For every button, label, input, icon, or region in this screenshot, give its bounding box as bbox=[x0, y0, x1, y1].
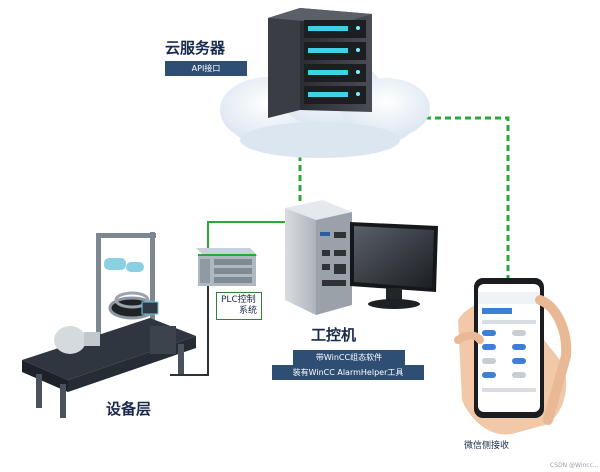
monitor-icon bbox=[350, 222, 438, 309]
plc-device-icon bbox=[196, 248, 258, 286]
ipc-alarmhelper-tag: 装有WinCC AlarmHelper工具 bbox=[272, 365, 424, 380]
equipment-conveyor-icon bbox=[22, 232, 196, 418]
smartphone-in-hand-icon bbox=[454, 278, 572, 435]
industrial-pc-icon bbox=[285, 200, 352, 315]
plc-label-line2: 系统 bbox=[239, 306, 258, 316]
equipment-title: 设备层 bbox=[106, 400, 152, 418]
wechat-receive-label: 微信侧接收 bbox=[464, 441, 510, 451]
server-rack-icon bbox=[268, 8, 372, 118]
ipc-to-plc-link bbox=[207, 221, 290, 248]
plc-label-line1: PLC控制 bbox=[221, 295, 256, 305]
api-interface-tag: API接口 bbox=[165, 61, 247, 76]
plc-to-equipment-cable bbox=[170, 285, 209, 376]
watermark: CSDN @Wincc... bbox=[550, 462, 599, 469]
plc-label: PLC控制 系统 bbox=[216, 292, 263, 320]
ipc-wincc-tag: 带WinCC组态软件 bbox=[293, 350, 405, 365]
ipc-title: 工控机 bbox=[311, 326, 357, 344]
cloud-server-title: 云服务器 bbox=[165, 39, 226, 57]
